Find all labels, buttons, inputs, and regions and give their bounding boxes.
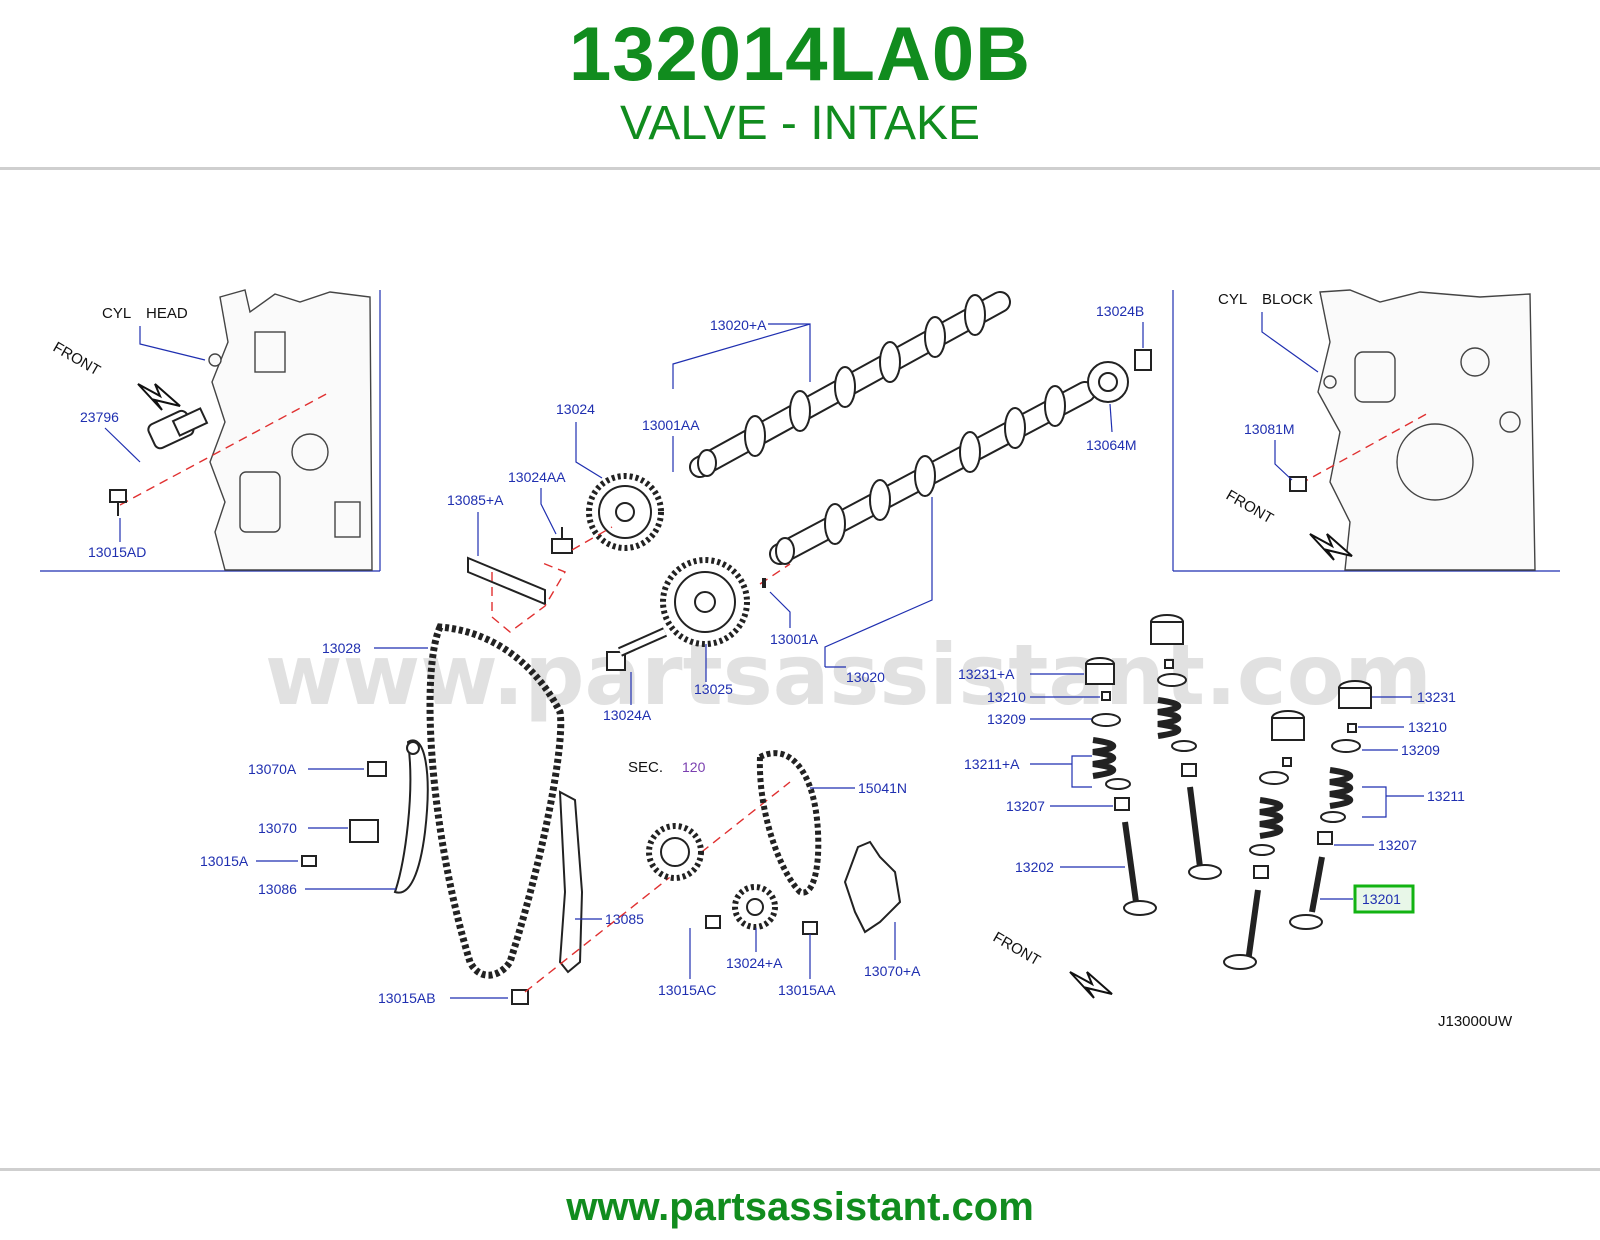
label-13028: 13028 — [322, 640, 361, 656]
valve-train-center-left — [1150, 614, 1222, 880]
valve-train-center-right — [1223, 710, 1305, 970]
label-13081M: 13081M — [1244, 421, 1295, 437]
section-ref-prefix: SEC. — [628, 759, 663, 776]
inset-cyl-head: CYL HEAD FRONT 23796 13015AD — [40, 289, 381, 572]
part-number: 132014LA0B — [568, 12, 1032, 97]
part-name: VALVE - INTAKE — [619, 97, 981, 150]
label-13015A: 13015A — [200, 853, 249, 869]
highlight-box-13201 — [1353, 884, 1415, 914]
label-23796: 23796 — [80, 409, 119, 425]
phaser-13025 — [660, 557, 750, 647]
label-15041N: 15041N — [858, 780, 907, 796]
label-13210-left: 13210 — [987, 689, 1026, 705]
label-13070pA: 13070+A — [864, 963, 921, 979]
front-label-main: FRONT — [990, 929, 1043, 970]
label-13210-right: 13210 — [1408, 719, 1447, 735]
section-ref-number: 120 — [682, 759, 706, 775]
label-13024: 13024 — [556, 401, 595, 417]
parts-diagram: www.partsassistant.com CYL HEAD FRONT 23… — [40, 289, 1560, 1030]
label-13015AA: 13015AA — [778, 982, 836, 998]
front-arrow-main-icon — [1069, 971, 1113, 999]
label-13024AA: 13024AA — [508, 469, 566, 485]
cyl-head-label-a: CYL — [102, 305, 131, 322]
label-13209-left: 13209 — [987, 711, 1026, 727]
timing-chain-13028 — [426, 623, 565, 979]
camshaft-lower — [769, 381, 1096, 565]
valve-train-right — [1289, 680, 1372, 930]
label-13231pA: 13231+A — [958, 666, 1015, 682]
guide-13085A — [467, 556, 546, 606]
label-13211: 13211 — [1427, 788, 1465, 804]
reference-code: J13000UW — [1438, 1013, 1513, 1030]
label-13207-right: 13207 — [1378, 837, 1417, 853]
label-13024A: 13024A — [603, 707, 652, 723]
cyl-head-label-b: HEAD — [146, 305, 188, 322]
label-13001AA: 13001AA — [642, 417, 700, 433]
label-13015AB: 13015AB — [378, 990, 436, 1006]
label-13211pA: 13211+A — [964, 756, 1020, 772]
label-13070: 13070 — [258, 820, 297, 836]
label-13231: 13231 — [1417, 689, 1456, 705]
front-label-left: FRONT — [50, 339, 103, 380]
label-13086: 13086 — [258, 881, 297, 897]
valve-train-left — [1085, 657, 1157, 916]
watermark: www.partsassistant.com — [265, 626, 1432, 724]
sprocket-13024 — [586, 473, 664, 551]
label-13025: 13025 — [694, 681, 733, 697]
label-13209-right: 13209 — [1401, 742, 1440, 758]
label-13015AC: 13015AC — [658, 982, 716, 998]
inset-cyl-block: CYL BLOCK 13081M FRONT — [1172, 289, 1560, 572]
label-13020A: 13020+A — [710, 317, 767, 333]
footer-divider — [0, 1168, 1600, 1171]
footer-url: www.partsassistant.com — [566, 1185, 1034, 1229]
label-13202: 13202 — [1015, 859, 1054, 875]
label-13024pA: 13024+A — [726, 955, 783, 971]
label-13001A: 13001A — [770, 631, 819, 647]
label-13020: 13020 — [846, 669, 885, 685]
header-divider — [0, 167, 1600, 170]
front-label-right: FRONT — [1223, 487, 1276, 528]
cyl-block-label-a: CYL — [1218, 291, 1247, 308]
label-13085A: 13085+A — [447, 492, 504, 508]
front-arrow-right-icon — [1309, 533, 1353, 561]
page-header: 132014LA0B VALVE - INTAKE — [0, 0, 1600, 168]
label-13024B: 13024B — [1096, 303, 1144, 319]
label-13201: 13201 — [1362, 891, 1401, 907]
label-13015AD: 13015AD — [88, 544, 146, 560]
label-13070A: 13070A — [248, 761, 297, 777]
label-13207-left: 13207 — [1006, 798, 1045, 814]
cyl-block-label-b: BLOCK — [1262, 291, 1313, 308]
label-13064M: 13064M — [1086, 437, 1137, 453]
camshaft-upper — [689, 291, 1011, 478]
front-arrow-left-icon — [137, 383, 181, 411]
label-13085: 13085 — [605, 911, 644, 927]
